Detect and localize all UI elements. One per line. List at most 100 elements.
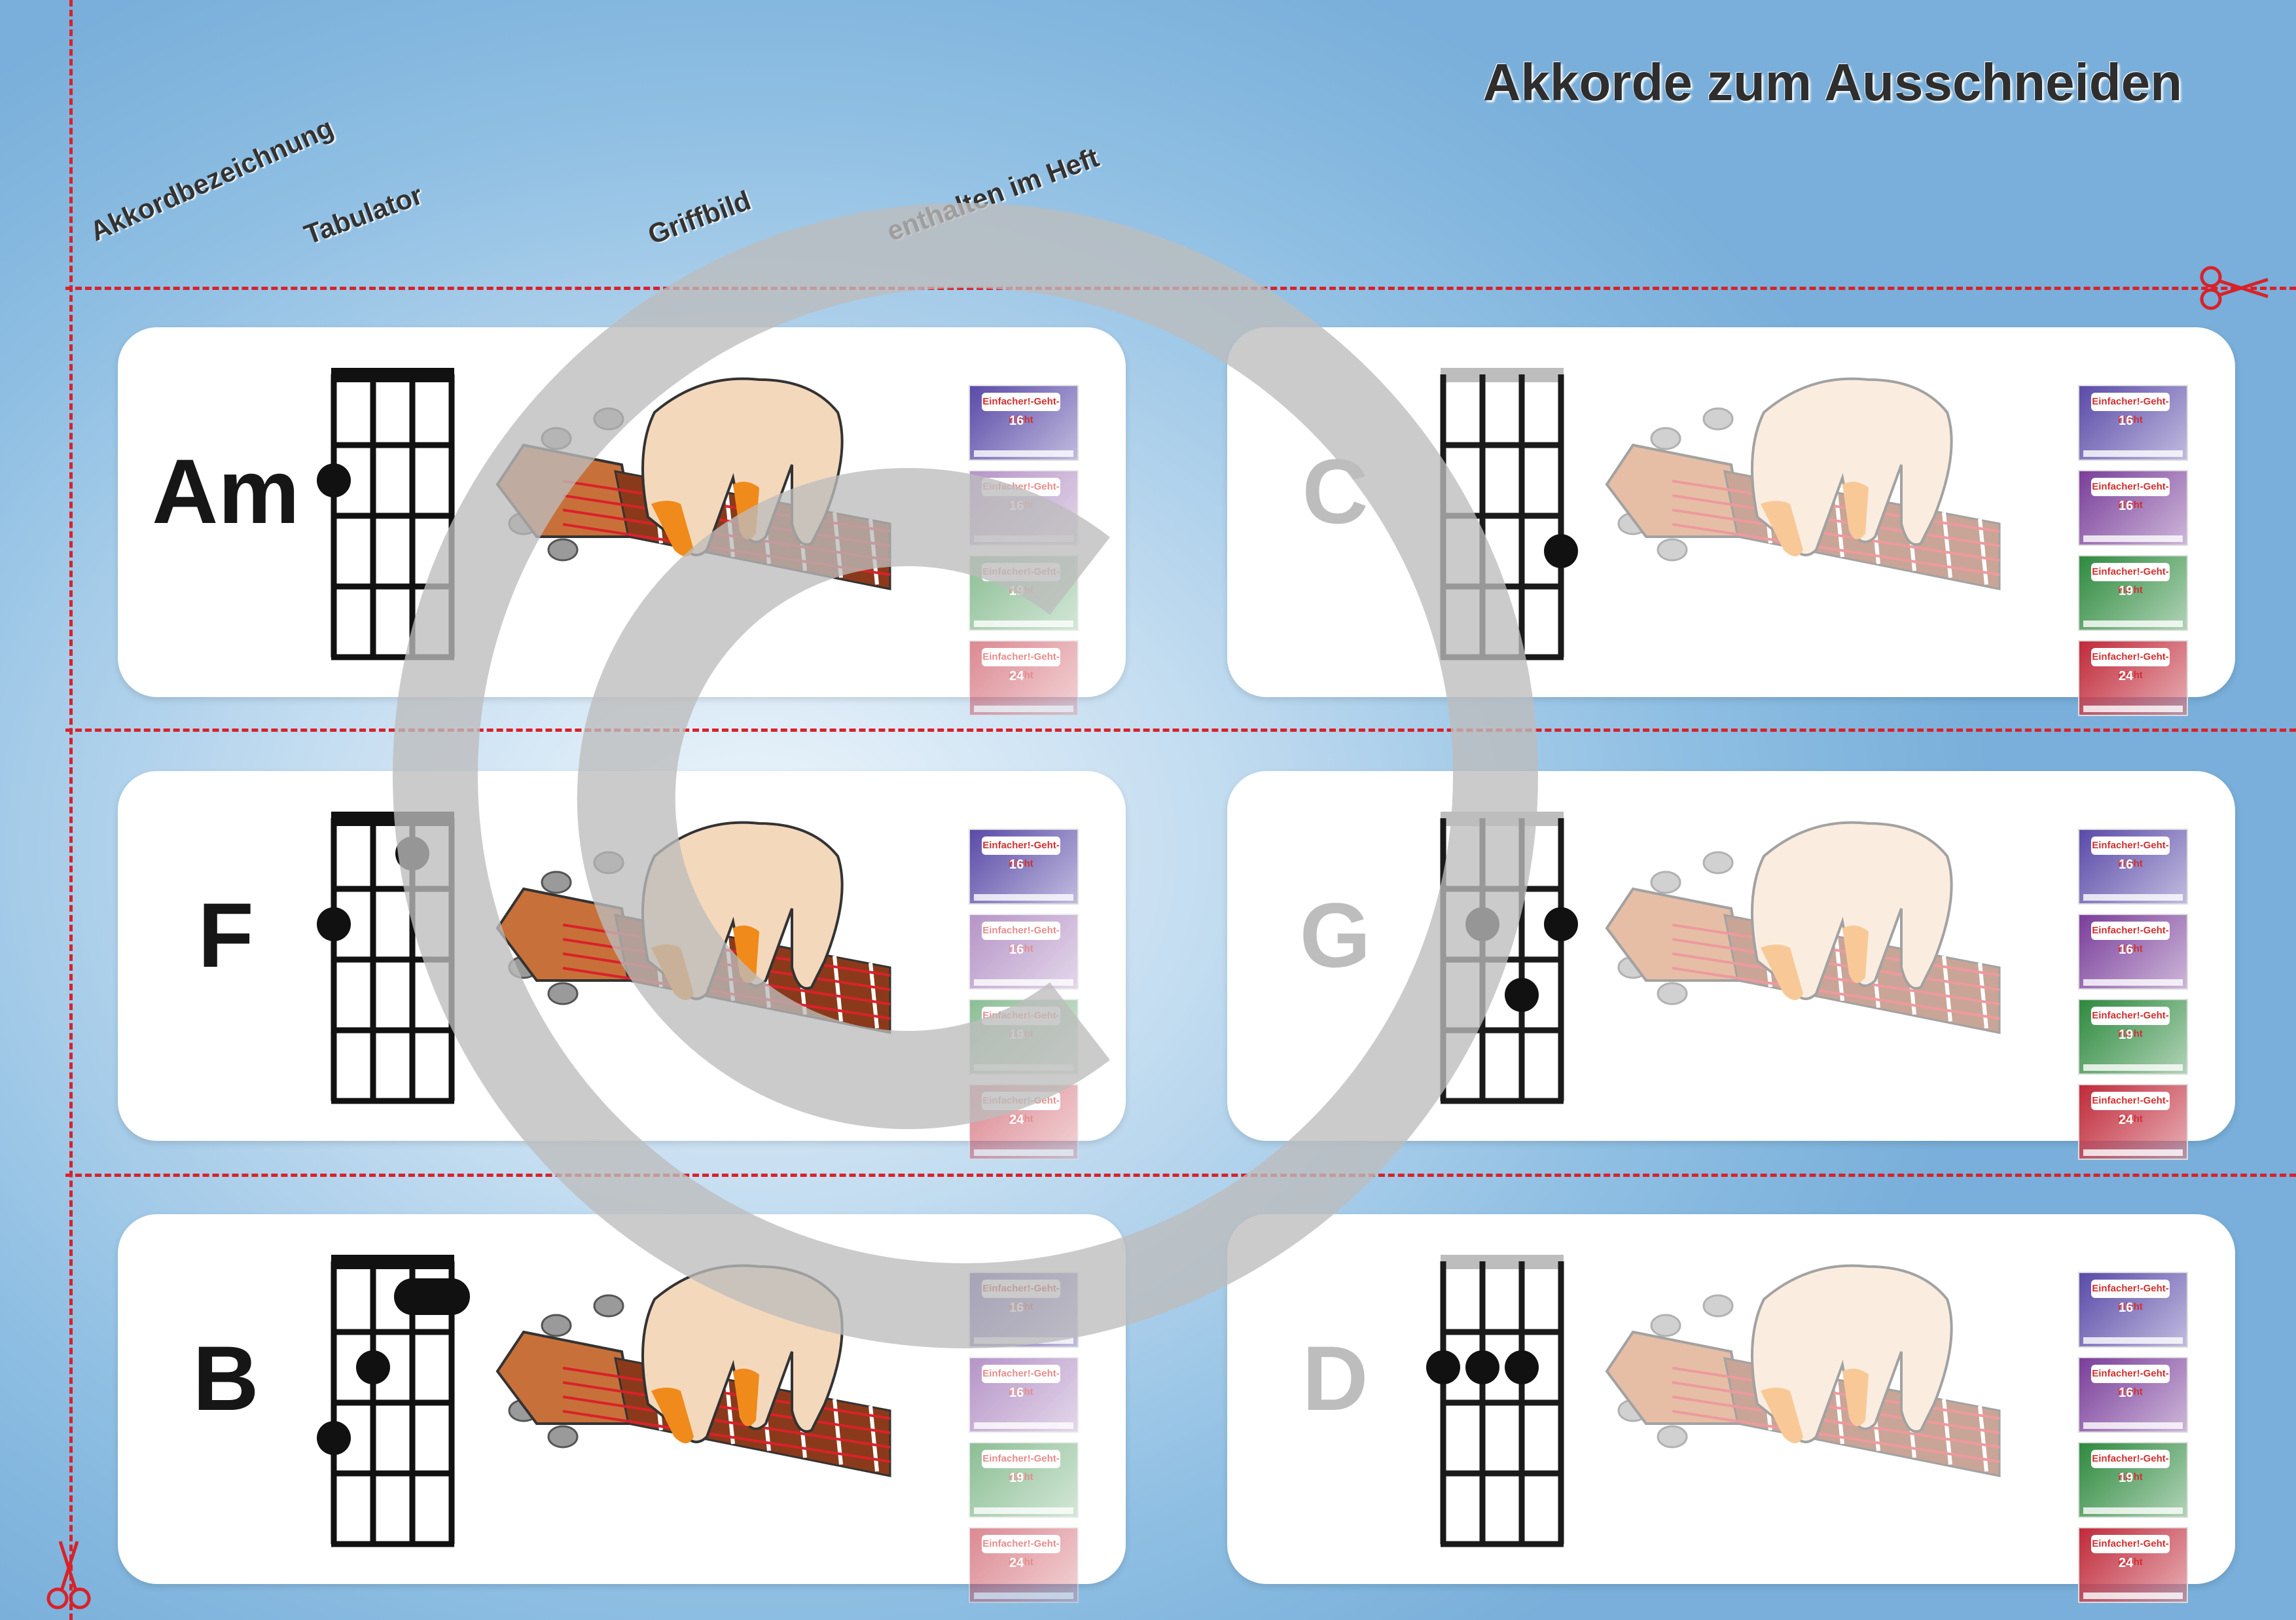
book-title: Einfacher!-Geht-Nicht [2091,922,2170,954]
scissors-icon [2200,266,2269,310]
hand-fingering-icon [495,1264,891,1477]
tuning-peg [1657,982,1688,1005]
book-staff [974,979,1073,986]
string [1672,924,2000,977]
fret-wire [1870,942,1880,1008]
book-title: Einfacher!-Geht-Nicht [2091,1535,2170,1568]
fret-wire [1978,962,1988,1029]
fret-wire [1762,1364,1772,1431]
string [1672,952,2000,1005]
finger-dot [317,1421,351,1455]
tuning-peg [1702,851,1734,874]
chord-diagram [1440,368,1578,660]
nut [1441,368,1564,382]
book-title: Einfacher!-Geht-Nicht [2091,1450,2170,1483]
book-number: 16 [1009,857,1024,872]
book-title: Einfacher!-Geht-Nicht [2091,1007,2170,1039]
book-number: 16 [2119,499,2134,513]
book-staff [2083,535,2183,542]
hand-fingering-icon [1605,377,2001,590]
tuning-peg [1617,1399,1649,1422]
tuning-peg [1657,538,1688,562]
string [1672,494,2000,547]
book-number: 16 [1009,1301,1024,1315]
nut [331,812,454,826]
tuning-peg [1617,512,1649,535]
finger-dot [1505,978,1539,1012]
string [562,1395,891,1449]
chord-name: C [1302,440,1369,543]
page-title: Akkorde zum Ausschneiden [1482,53,2182,111]
book-staff [2083,1593,2183,1599]
string [562,1410,891,1463]
finger-dot [1544,907,1578,941]
fret-wire [1906,1392,1916,1458]
book-title: Einfacher!-Geht-Nicht [982,478,1060,511]
fret-wire [1942,512,1952,578]
book-title: Einfacher!-Geht-Nicht [982,393,1060,425]
string [1672,938,2000,991]
tuning-peg [541,1314,572,1337]
ukulele-neck-icon [1605,443,1746,538]
book-number: 16 [2119,1386,2134,1400]
book-title: Einfacher!-Geht-Nicht [982,563,1060,596]
chord-name: Am [152,440,300,543]
book-number: 24 [2119,1113,2134,1127]
book-number: 19 [1009,1471,1024,1485]
book-number: 16 [2119,943,2134,957]
finger-dot [356,1350,390,1384]
book-number: 16 [2119,414,2134,428]
tuning-peg [1702,1294,1734,1318]
tuning-peg [1650,1314,1681,1337]
fingertip [1761,501,1803,556]
book-number: 24 [1009,1556,1024,1570]
chord-diagram [1426,1255,1564,1547]
book-title: Einfacher!-Geht-Nicht [982,837,1060,869]
finger-dot [317,463,351,497]
tuning-peg [547,538,579,562]
chord-name: F [198,884,254,986]
fret-wire [1906,948,1916,1015]
fret-wire [1762,477,1772,544]
book-number: 16 [1009,414,1024,428]
book-staff [2083,1149,2183,1156]
nut [331,368,454,382]
fret-wire [1870,1385,1880,1451]
fingertip [733,1369,759,1426]
fret-wire [1798,928,1808,994]
book-number: 19 [2119,1028,2134,1042]
finger-dot [317,907,351,941]
book-number: 19 [1009,1028,1024,1042]
chord-diagram [317,368,455,660]
book-staff [2083,1422,2183,1429]
fret-wire [1942,1399,1952,1465]
book-number: 19 [2119,1471,2134,1485]
book-staff [2083,979,2183,986]
book-number: 16 [1009,499,1024,513]
book-title: Einfacher!-Geht-Nicht [982,922,1060,954]
book-staff [974,1337,1073,1344]
fret-wire [1762,921,1772,988]
vertical-cut-line [69,0,73,1620]
book-title: Einfacher!-Geht-Nicht [2091,393,2170,425]
ukulele-neck-icon [1605,1330,1746,1425]
book-staff [2083,706,2183,712]
string [1672,1410,2000,1463]
book-staff [974,1064,1073,1071]
nut [331,1255,454,1269]
book-title: Einfacher!-Geht-Nicht [2091,1092,2170,1125]
